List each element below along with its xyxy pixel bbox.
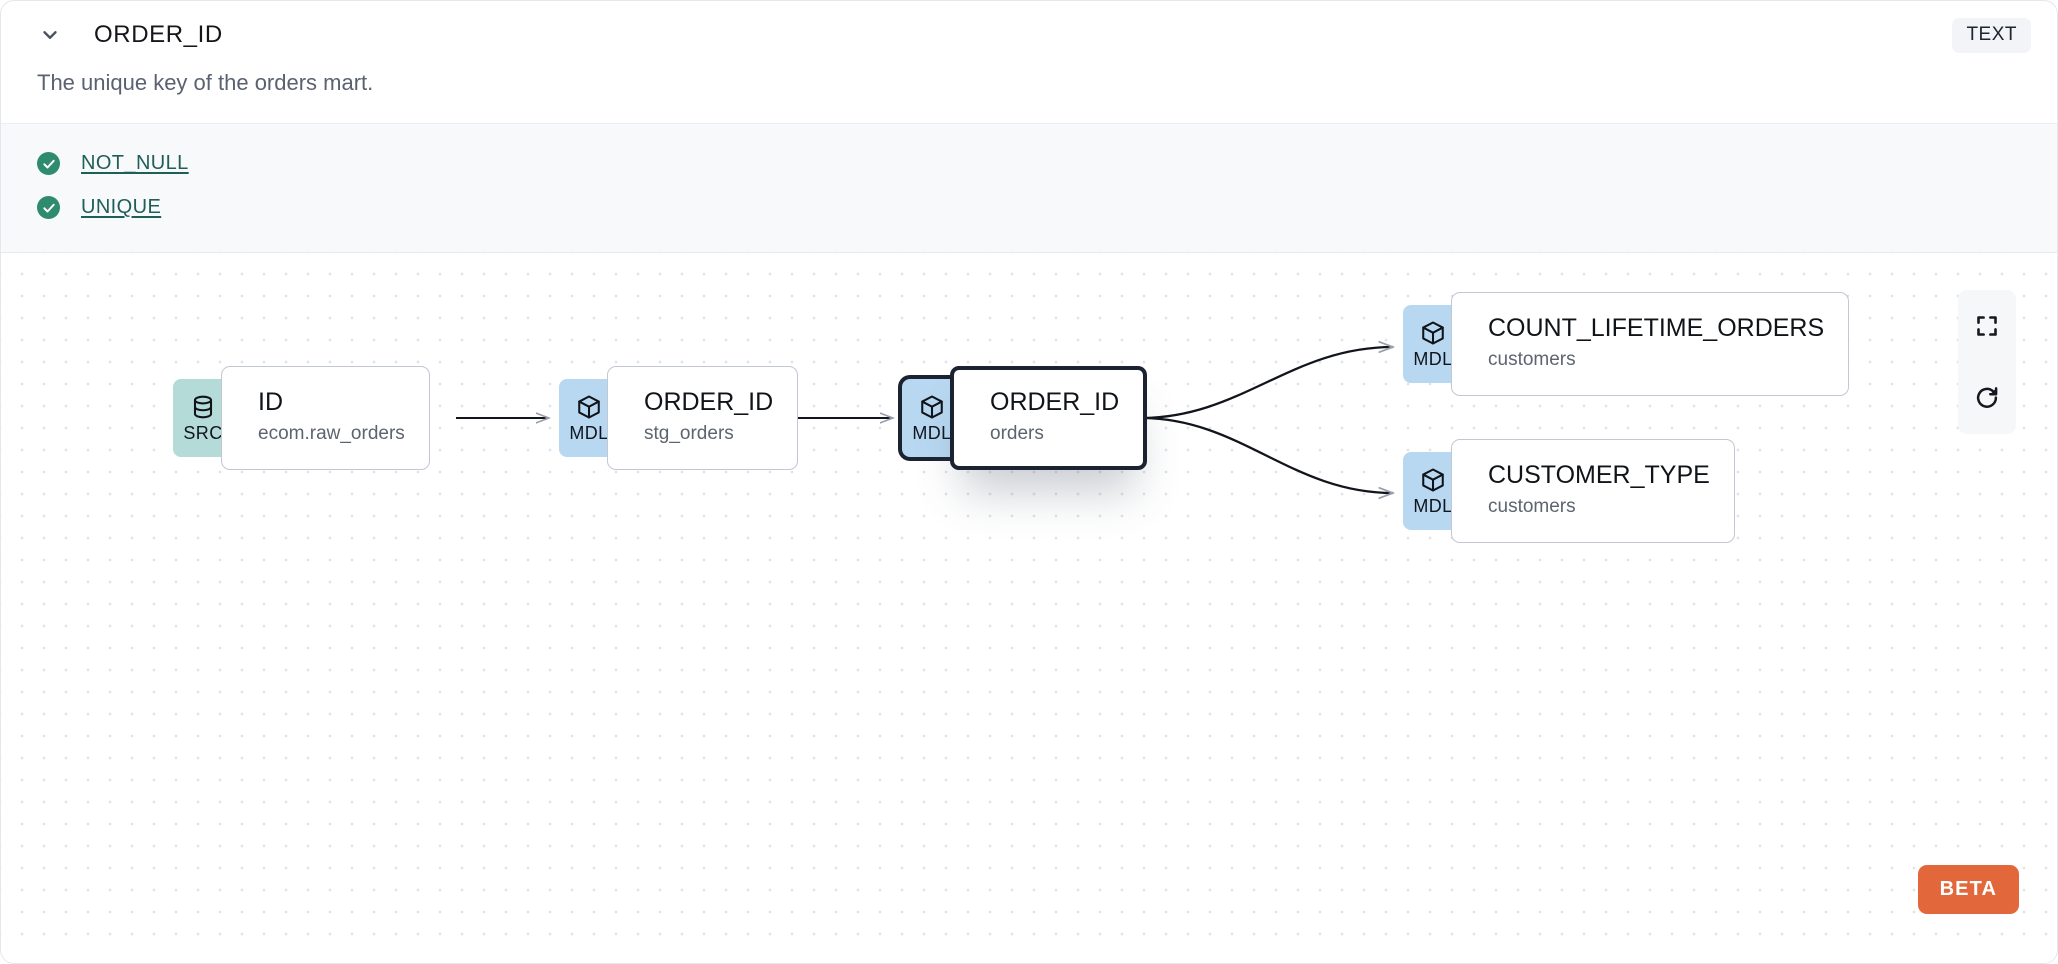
column-header: ORDER_ID TEXT — [1, 1, 2057, 69]
test-row: NOT_NULL — [37, 142, 2021, 186]
node-source-name: ecom.raw_orders — [258, 422, 405, 444]
tests-section: NOT_NULL UNIQUE — [1, 122, 2057, 253]
node-column-name: COUNT_LIFETIME_ORDERS — [1488, 314, 1825, 343]
node-kind-label: MDL — [912, 422, 952, 443]
node-column-name: ORDER_ID — [644, 388, 774, 417]
node-body: ID ecom.raw_orders — [221, 365, 430, 470]
column-description: The unique key of the orders mart. — [37, 70, 374, 95]
lineage-canvas[interactable]: SRC ID ecom.raw_orders MDL ORDE — [1, 252, 2057, 947]
fit-view-icon — [1975, 314, 1999, 338]
node-column-name: ID — [258, 388, 283, 417]
node-body: CUSTOMER_TYPE customers — [1451, 438, 1735, 543]
test-link-unique[interactable]: UNIQUE — [81, 196, 162, 218]
node-source-name: stg_orders — [644, 422, 734, 444]
node-kind-label: MDL — [569, 422, 609, 443]
node-kind-label: SRC — [183, 422, 223, 443]
lineage-node-orders-order-id[interactable]: MDL ORDER_ID orders — [902, 365, 1148, 470]
node-source-name: customers — [1488, 348, 1576, 370]
node-column-name: CUSTOMER_TYPE — [1488, 461, 1710, 490]
cube-icon — [1420, 320, 1446, 346]
node-body: ORDER_ID orders — [950, 365, 1148, 470]
edge-orders-to-customer-type — [1140, 416, 1393, 493]
node-body: COUNT_LIFETIME_ORDERS customers — [1451, 291, 1850, 396]
fit-view-button[interactable] — [1958, 290, 2016, 362]
refresh-icon — [1974, 385, 2000, 411]
reset-button[interactable] — [1958, 362, 2016, 434]
chevron-down-icon[interactable] — [37, 22, 63, 48]
lineage-node-count-lifetime-orders[interactable]: MDL COUNT_LIFETIME_ORDERS customers — [1403, 291, 1850, 396]
database-icon — [190, 394, 216, 420]
lineage-node-stg-order-id[interactable]: MDL ORDER_ID stg_orders — [559, 365, 799, 470]
node-kind-label: MDL — [1413, 495, 1453, 516]
node-source-name: orders — [990, 422, 1044, 444]
node-kind-label: MDL — [1413, 348, 1453, 369]
cube-icon — [919, 394, 945, 420]
check-circle-icon — [37, 152, 60, 175]
check-circle-icon — [37, 196, 60, 219]
cube-icon — [1420, 467, 1446, 493]
test-row: UNIQUE — [37, 186, 2021, 230]
edge-orders-to-count-lifetime-orders — [1140, 347, 1393, 419]
data-type-badge: TEXT — [1952, 17, 2031, 53]
beta-badge[interactable]: BETA — [1917, 864, 2019, 914]
cube-icon — [576, 394, 602, 420]
node-body: ORDER_ID stg_orders — [607, 365, 799, 470]
test-link-not-null[interactable]: NOT_NULL — [81, 152, 189, 174]
canvas-controls — [1958, 289, 2016, 434]
page-title: ORDER_ID — [94, 21, 223, 48]
node-column-name: ORDER_ID — [990, 388, 1120, 417]
lineage-node-src-id[interactable]: SRC ID ecom.raw_orders — [173, 365, 430, 470]
node-source-name: customers — [1488, 495, 1576, 517]
lineage-node-customer-type[interactable]: MDL CUSTOMER_TYPE customers — [1403, 438, 1735, 543]
